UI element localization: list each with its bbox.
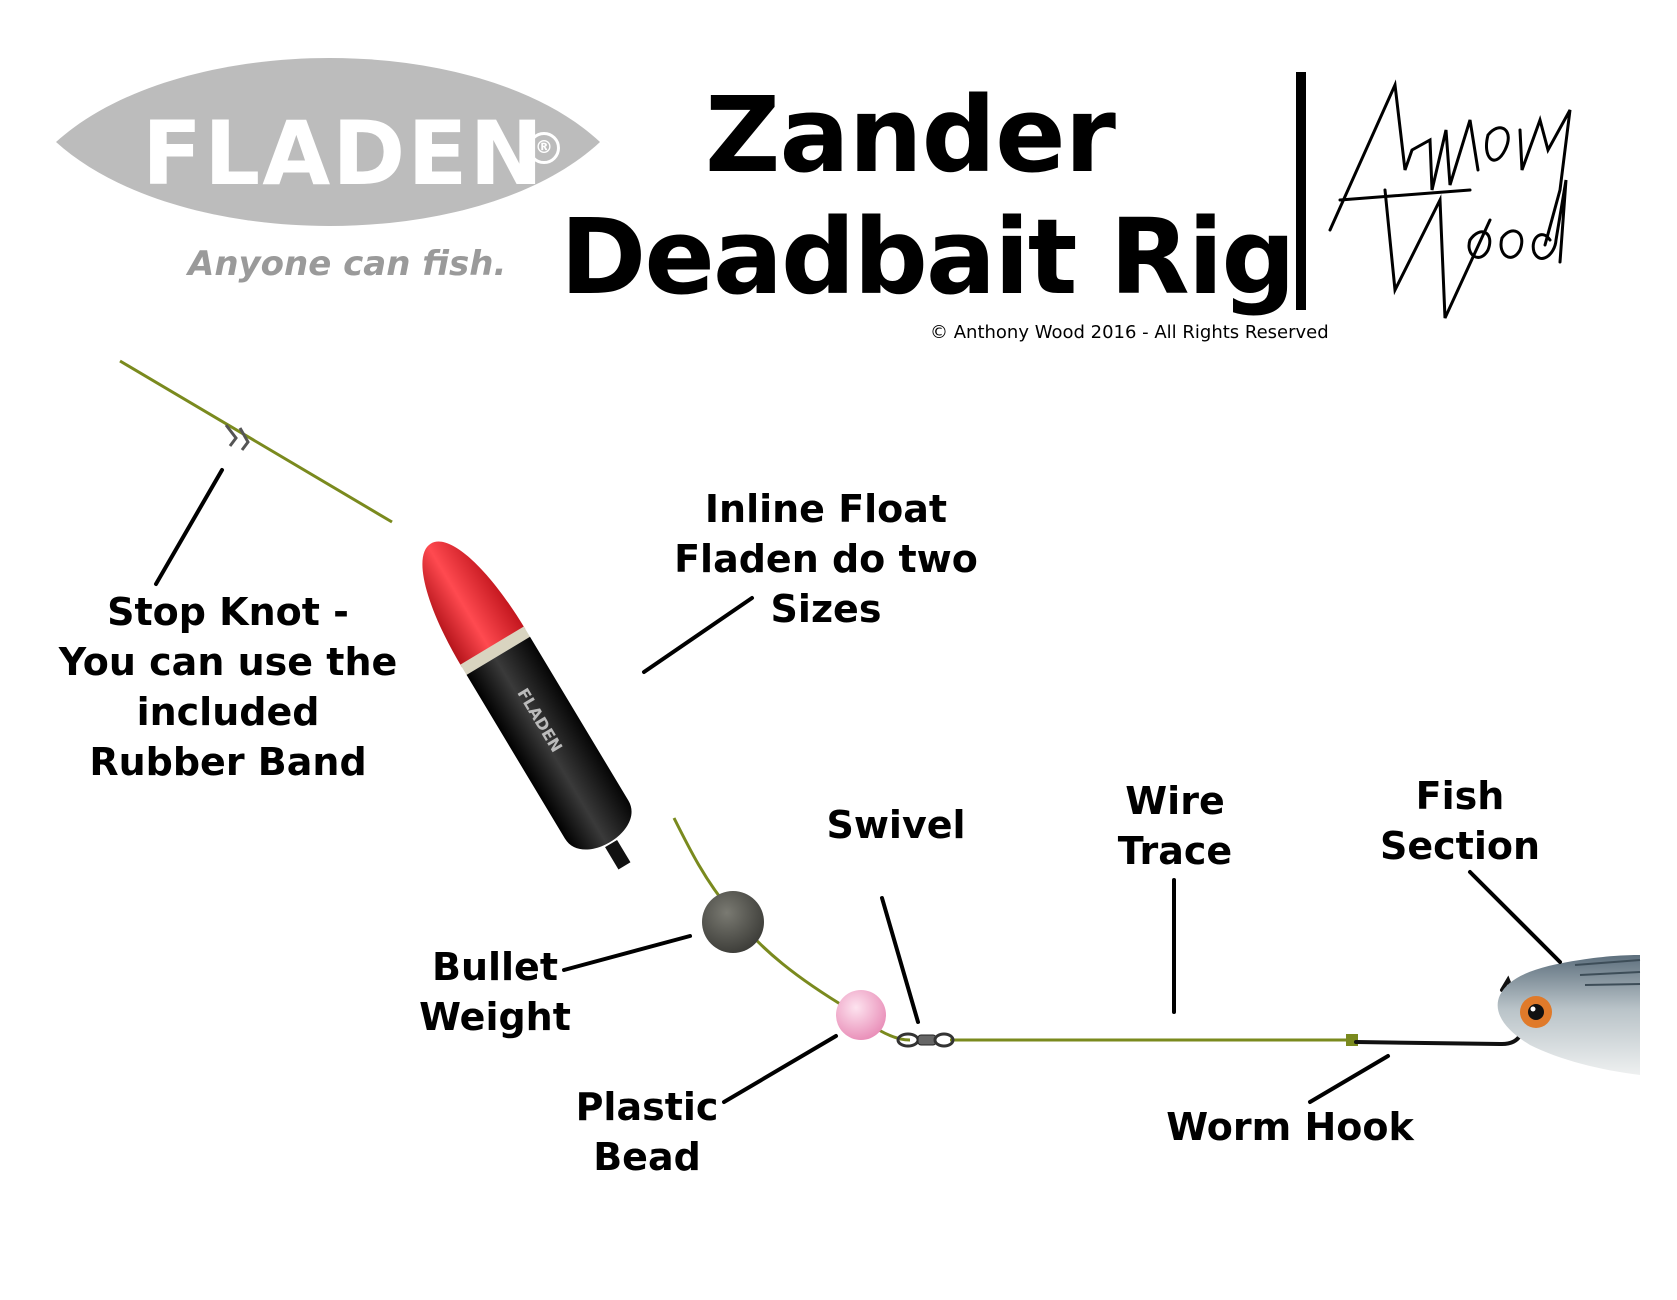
signature-stroke-a: [1328, 79, 1480, 232]
label-line: Rubber Band: [89, 740, 367, 784]
fish-eye-highlight: [1530, 1006, 1536, 1012]
label-line: Inline Float: [704, 487, 948, 531]
leader-fish-section: [1468, 870, 1562, 964]
leader-bullet-weight: [562, 934, 692, 972]
signature: [1328, 79, 1572, 319]
leader-swivel: [880, 896, 920, 1024]
registered-mark: ®: [528, 132, 560, 164]
swivel-ring-right: [933, 1032, 955, 1048]
label-line: included: [136, 690, 320, 734]
leader-lines: [154, 468, 1562, 1104]
title-line-2: Deadbait Rig: [560, 196, 1296, 318]
leader-stop-knot: [154, 468, 224, 586]
leader-worm-hook: [1308, 1054, 1390, 1104]
fish-eye-pupil: [1528, 1004, 1544, 1020]
label-line: Wire: [1125, 779, 1225, 823]
fish-section: [1497, 955, 1641, 1075]
label-bullet-weight: Bullet Weight: [405, 942, 585, 1042]
swivel-barrel: [917, 1034, 937, 1046]
bullet-weight: [702, 891, 764, 953]
signature-stroke-f: [1467, 230, 1492, 259]
label-line: Fladen do two: [674, 537, 978, 581]
label-wire-trace: Wire Trace: [1100, 776, 1250, 876]
label-line: Section: [1379, 824, 1540, 868]
label-line: Bullet: [431, 945, 558, 989]
label-line: Swivel: [826, 803, 966, 847]
signature-stroke-e: [1383, 188, 1492, 319]
label-line: Worm Hook: [1166, 1105, 1414, 1149]
swivel: [896, 1032, 955, 1048]
logo-eye-shape: [56, 58, 600, 226]
fish-scales: [1574, 959, 1641, 986]
label-line: Bead: [593, 1135, 701, 1179]
label-line: Sizes: [770, 587, 882, 631]
float-stem: [605, 839, 631, 870]
label-line: Weight: [419, 995, 571, 1039]
label-worm-hook: Worm Hook: [1152, 1102, 1428, 1152]
stop-knot-loop-b: [238, 427, 250, 451]
main-line-top: [119, 359, 393, 524]
signature-stroke-d: [1338, 188, 1472, 202]
leader-plastic-bead: [722, 1034, 838, 1104]
label-line: Fish: [1415, 774, 1505, 818]
signature-stroke-b: [1485, 126, 1510, 162]
label-inline-float: Inline Float Fladen do two Sizes: [666, 484, 986, 634]
label-stop-knot: Stop Knot - You can use the included Rub…: [52, 587, 404, 787]
label-line: You can use the: [58, 640, 398, 684]
label-line: Plastic: [575, 1085, 719, 1129]
label-plastic-bead: Plastic Bead: [562, 1082, 732, 1182]
logo-tagline: Anyone can fish.: [188, 244, 507, 284]
worm-hook: [1354, 975, 1526, 1047]
stop-knot-loop-a: [224, 424, 238, 447]
signature-stroke-g: [1499, 229, 1524, 259]
copyright-notice: © Anthony Wood 2016 - All Rights Reserve…: [930, 322, 1329, 343]
logo-wordmark: FLADEN: [142, 102, 546, 205]
float-tip: [422, 541, 526, 668]
plastic-bead: [836, 990, 886, 1040]
label-swivel: Swivel: [816, 800, 976, 850]
float-band: [460, 626, 530, 675]
leader-inline-float: [642, 596, 754, 674]
float-body: [466, 636, 632, 850]
label-line: Trace: [1117, 829, 1233, 873]
signature-stroke-h: [1531, 179, 1568, 264]
title-line-1: Zander: [705, 74, 1116, 196]
trace-crimp: [1346, 1034, 1358, 1046]
label-line: Stop Knot -: [107, 590, 349, 634]
label-fish-section: Fish Section: [1370, 771, 1550, 871]
stop-knot: [224, 424, 250, 451]
signature-stroke-c: [1518, 109, 1572, 247]
inline-float: FLADEN: [422, 541, 632, 870]
